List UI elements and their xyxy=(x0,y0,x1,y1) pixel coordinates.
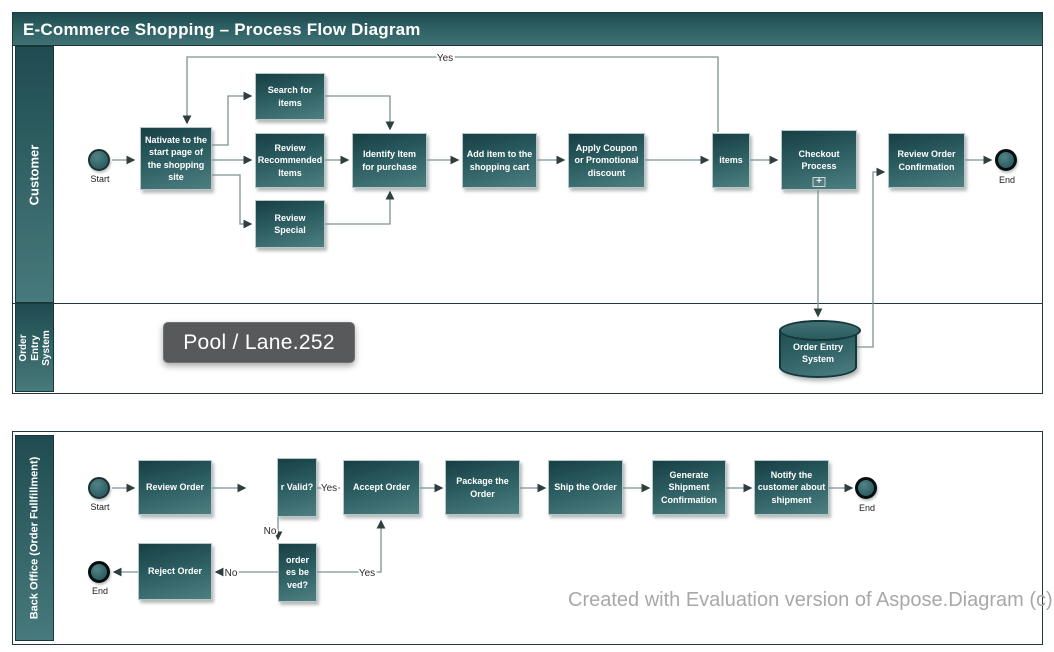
subprocess-checkout-process[interactable]: Checkout Process + xyxy=(781,130,857,190)
end-event-label: End xyxy=(998,175,1015,185)
end-event-shipment-label: End xyxy=(858,503,875,513)
lane-label-back-office: Back Office (Order Fullfillment) xyxy=(28,456,41,620)
subprocess-checkout-label: Checkout Process xyxy=(798,148,840,171)
evaluation-watermark: Created with Evaluation version of Aspos… xyxy=(568,589,1054,611)
task-add-item-to-cart[interactable]: Add item to the shopping cart xyxy=(462,133,537,188)
end-event-customer[interactable] xyxy=(995,149,1017,171)
start-event-back-office-label: Start xyxy=(90,502,110,512)
pool-back-office: Back Office (Order Fullfillment) xyxy=(12,431,1043,645)
task-package-order[interactable]: Package the Order xyxy=(445,460,520,515)
task-review-recommended-items[interactable]: Review Recommended Items xyxy=(255,133,325,188)
task-review-order-confirmation[interactable]: Review Order Confirmation xyxy=(888,133,965,188)
task-navigate-start-page[interactable]: Nativate to the start page of the shoppi… xyxy=(140,127,212,190)
datastore-label: Order Entry System xyxy=(792,341,843,364)
end-event-reject[interactable] xyxy=(88,561,110,583)
start-event-customer[interactable] xyxy=(88,149,110,171)
decision-resolve-clipped[interactable]: order es be ved? xyxy=(278,543,317,602)
lane-header-order-entry-system[interactable]: Order Entry System xyxy=(15,303,54,392)
lane-label-customer: Customer xyxy=(26,144,42,205)
decision-order-valid-clipped[interactable]: r Valid? xyxy=(277,458,317,517)
lane-header-customer[interactable]: Customer xyxy=(15,46,54,303)
task-search-for-items[interactable]: Search for items xyxy=(255,73,325,120)
start-event-back-office[interactable] xyxy=(88,477,110,499)
task-identify-item[interactable]: Identify Item for purchase xyxy=(352,133,427,188)
lane-label-order-entry-system: Order Entry System xyxy=(17,329,52,366)
subprocess-expand-icon[interactable]: + xyxy=(812,177,826,187)
lane-header-back-office[interactable]: Back Office (Order Fullfillment) xyxy=(15,435,54,641)
task-reject-order[interactable]: Reject Order xyxy=(138,543,212,600)
task-apply-coupon[interactable]: Apply Coupon or Promotional discount xyxy=(568,133,645,188)
task-review-order[interactable]: Review Order xyxy=(138,460,212,515)
end-event-shipment[interactable] xyxy=(855,477,877,499)
pool-title: E-Commerce Shopping – Process Flow Diagr… xyxy=(13,13,1042,46)
task-ship-order[interactable]: Ship the Order xyxy=(548,460,623,515)
task-accept-order[interactable]: Accept Order xyxy=(343,460,420,515)
start-event-label: Start xyxy=(90,174,110,184)
task-generate-shipment-confirmation[interactable]: Generate Shipment Confirmation xyxy=(652,460,726,515)
end-event-reject-label: End xyxy=(91,586,108,596)
task-notify-customer[interactable]: Notify the customer about shipment xyxy=(754,460,829,515)
datastore-order-entry-system[interactable]: Order Entry System xyxy=(779,320,861,378)
lane-divider xyxy=(13,303,1042,304)
task-items-clipped[interactable]: items xyxy=(712,133,750,188)
hover-tooltip-pool-lane: Pool / Lane.252 xyxy=(163,322,355,363)
task-review-special[interactable]: Review Special xyxy=(255,200,325,248)
